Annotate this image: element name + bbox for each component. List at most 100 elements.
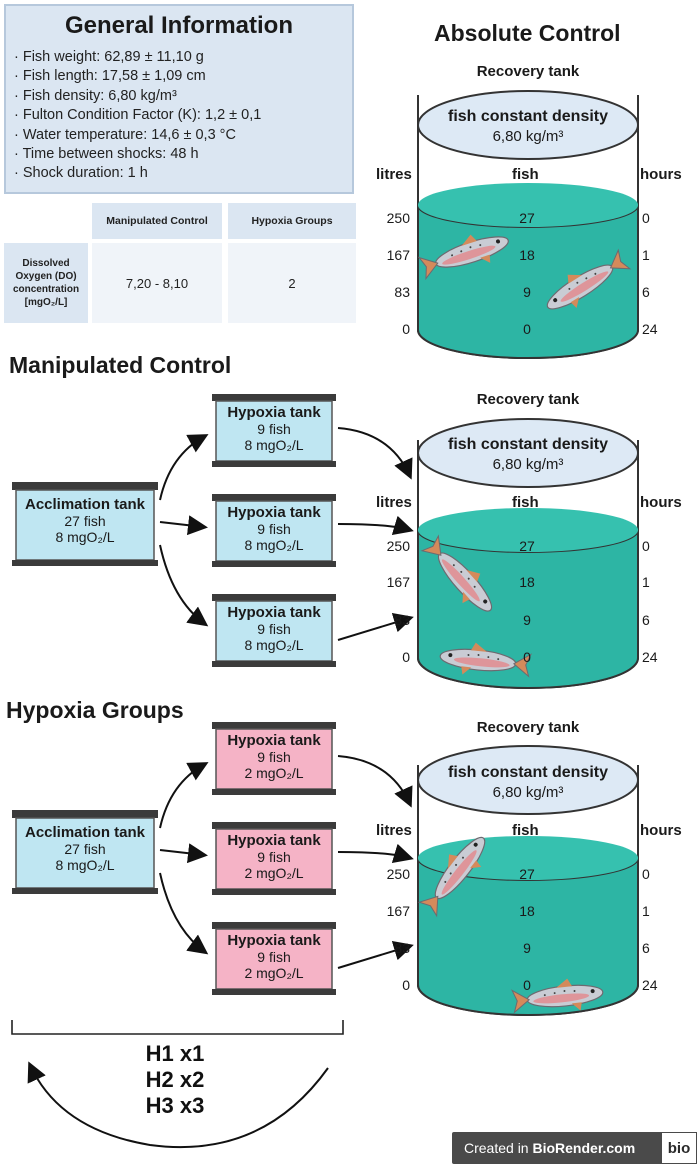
- litres-tick: 250: [386, 210, 410, 226]
- col-fish-absolute: fish: [512, 166, 539, 183]
- hours-tick: 1: [642, 247, 650, 263]
- acclimation-tank-title: Acclimation tank: [24, 496, 146, 513]
- bio-logo-icon: bio: [661, 1132, 697, 1164]
- repetition-h3: H3 x3: [145, 1093, 205, 1118]
- hypoxia-tank-title: Hypoxia tank: [227, 504, 321, 521]
- hours-tick: 24: [642, 649, 658, 665]
- acclimation-tank-label-hypoxia: Acclimation tank 27 fish 8 mgO₂/L: [16, 824, 154, 873]
- hypoxia-tank-label-hypoxia-2: Hypoxia tank 9 fish 2 mgO₂/L: [216, 832, 332, 881]
- litres-tick: 0: [402, 321, 410, 337]
- litres-tick: 83: [394, 940, 410, 956]
- litres-tick: 167: [386, 903, 410, 919]
- do-table-row-header: Dissolved Oxygen (DO) concentration [mgO…: [4, 243, 88, 323]
- hypoxia-tank-fish: 9 fish: [257, 521, 291, 537]
- repetition-h2: H2 x2: [145, 1067, 205, 1092]
- watermark-text: Created in BioRender.com: [452, 1140, 635, 1156]
- recovery-lid-value-absolute: 6,80 kg/m³: [492, 128, 564, 145]
- hypoxia-tank-title: Hypoxia tank: [227, 604, 321, 621]
- hypoxia-arrows: [159, 755, 414, 969]
- hypoxia-tank-manipulated-1: [212, 394, 336, 467]
- do-table: Manipulated Control Hypoxia Groups Disso…: [4, 203, 356, 325]
- col-fish-hypoxia: fish: [512, 822, 539, 839]
- biorender-watermark: Created in BioRender.com bio: [452, 1132, 697, 1164]
- hypoxia-tank-oxygen: 2 mgO₂/L: [244, 765, 304, 781]
- section-title-manipulated-control: Manipulated Control: [9, 352, 232, 378]
- recovery-lid-title-hypoxia: fish constant density: [447, 764, 609, 781]
- fish-tick: 9: [523, 940, 531, 956]
- hypoxia-tank-oxygen: 8 mgO₂/L: [244, 637, 304, 653]
- acclimation-tank-oxygen: 8 mgO₂/L: [55, 529, 115, 545]
- info-fish-length: · Fish length: 17,58 ± 1,09 cm: [14, 68, 206, 85]
- general-info-title: General Information: [64, 12, 294, 39]
- acclimation-tank-label-manipulated: Acclimation tank 27 fish 8 mgO₂/L: [16, 496, 154, 545]
- hours-tick: 0: [642, 538, 650, 554]
- hypoxia-tank-oxygen: 2 mgO₂/L: [244, 965, 304, 981]
- hypoxia-tank-oxygen: 8 mgO₂/L: [244, 437, 304, 453]
- hypoxia-tank-fish: 9 fish: [257, 849, 291, 865]
- col-litres-absolute: litres: [376, 166, 412, 183]
- recovery-lid-title-absolute: fish constant density: [447, 108, 609, 125]
- hours-tick: 0: [642, 866, 650, 882]
- recovery-tank-hypoxia: [413, 745, 639, 1018]
- fish-tick: 9: [523, 612, 531, 628]
- general-info-box: General Information · Fish weight: 62,89…: [4, 4, 354, 194]
- watermark-brand: BioRender.com: [532, 1140, 636, 1156]
- recovery-lid-value-hypoxia: 6,80 kg/m³: [492, 784, 564, 801]
- litres-tick: 0: [402, 649, 410, 665]
- fish-tick: 18: [519, 574, 535, 590]
- hypoxia-tank-label-hypoxia-3: Hypoxia tank 9 fish 2 mgO₂/L: [216, 932, 332, 981]
- hypoxia-tank-title: Hypoxia tank: [227, 404, 321, 421]
- hypoxia-tank-fish: 9 fish: [257, 749, 291, 765]
- hours-tick: 0: [642, 210, 650, 226]
- hypoxia-tank-hypoxia-2: [212, 822, 336, 895]
- hours-tick: 1: [642, 574, 650, 590]
- hypoxia-tank-oxygen: 8 mgO₂/L: [244, 537, 304, 553]
- do-table-value-manipulated: 7,20 - 8,10: [92, 243, 222, 323]
- watermark-prefix: Created in: [464, 1140, 533, 1156]
- acclimation-tank-fish: 27 fish: [64, 513, 106, 529]
- fish-tick: 18: [519, 903, 535, 919]
- litres-tick: 167: [386, 247, 410, 263]
- recovery-tank-absolute: [416, 90, 639, 359]
- recovery-tank-title-hypoxia: Recovery tank: [476, 719, 580, 736]
- fish-tick: 9: [523, 284, 531, 300]
- hypoxia-tank-fish: 9 fish: [257, 421, 291, 437]
- acclimation-tank-manipulated: [12, 482, 158, 566]
- hours-tick: 1: [642, 903, 650, 919]
- col-hours-manipulated: hours: [640, 494, 682, 511]
- acclimation-tank-hypoxia: [12, 810, 158, 894]
- section-title-absolute-control: Absolute Control: [434, 20, 621, 46]
- info-fish-density: · Fish density: 6,80 kg/m³: [14, 87, 177, 104]
- hypoxia-tank-title: Hypoxia tank: [227, 832, 321, 849]
- fish-tick: 27: [519, 210, 535, 226]
- litres-tick: 0: [402, 977, 410, 993]
- hypoxia-tank-manipulated-3: [212, 594, 336, 667]
- acclimation-tank-title: Acclimation tank: [24, 824, 146, 841]
- fish-tick: 0: [523, 649, 531, 665]
- fish-tick: 27: [519, 866, 535, 882]
- litres-tick: 167: [386, 574, 410, 590]
- do-table-header-manipulated: Manipulated Control: [92, 203, 222, 239]
- acclimation-tank-fish: 27 fish: [64, 841, 106, 857]
- recovery-tank-manipulated: [417, 418, 639, 689]
- acclimation-tank-oxygen: 8 mgO₂/L: [55, 857, 115, 873]
- hypoxia-tank-oxygen: 2 mgO₂/L: [244, 865, 304, 881]
- hypoxia-tank-fish: 9 fish: [257, 949, 291, 965]
- manipulated-arrows: [159, 427, 414, 641]
- recovery-tank-title-manipulated: Recovery tank: [476, 391, 580, 408]
- hours-tick: 24: [642, 321, 658, 337]
- do-table-header-hypoxia: Hypoxia Groups: [228, 203, 356, 239]
- hypoxia-tank-title: Hypoxia tank: [227, 932, 321, 949]
- fish-tick: 18: [519, 247, 535, 263]
- hypoxia-tank-title: Hypoxia tank: [227, 732, 321, 749]
- hypoxia-tank-fish: 9 fish: [257, 621, 291, 637]
- hypoxia-tank-label-manipulated-2: Hypoxia tank 9 fish 8 mgO₂/L: [216, 504, 332, 553]
- litres-tick: 83: [394, 612, 410, 628]
- litres-tick: 250: [386, 866, 410, 882]
- hours-tick: 6: [642, 612, 650, 628]
- hypoxia-tank-label-manipulated-3: Hypoxia tank 9 fish 8 mgO₂/L: [216, 604, 332, 653]
- hypoxia-tank-manipulated-2: [212, 494, 336, 567]
- recovery-tank-title-absolute: Recovery tank: [476, 63, 580, 80]
- repetition-h1: H1 x1: [145, 1041, 205, 1066]
